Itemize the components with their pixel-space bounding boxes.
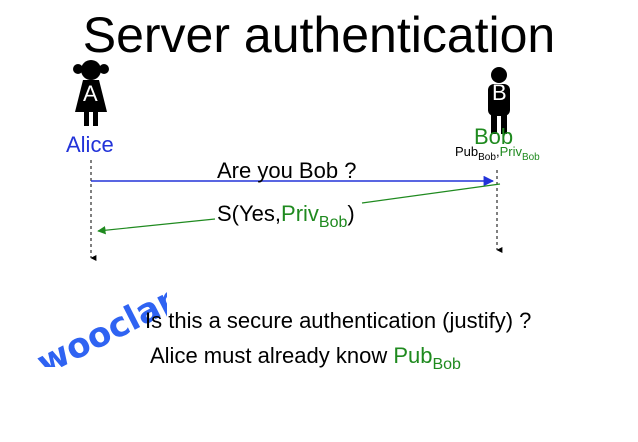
response-message: S(Yes,PrivBob) <box>217 203 355 231</box>
bob-keys: PubBob,PrivBob <box>455 145 540 163</box>
answer-key: Pub <box>393 343 433 368</box>
bob-label: Bob <box>474 124 514 149</box>
bob-priv-key-sub: Bob <box>521 152 540 163</box>
response-arrow-upper <box>361 183 501 204</box>
answer-key-sub: Bob <box>432 356 461 373</box>
bob-keys-separator: , <box>495 144 500 159</box>
bob-priv-key: Priv <box>499 144 522 159</box>
response-key: Priv <box>281 201 319 226</box>
bob-pub-key-sub: Bob <box>478 152 496 163</box>
request-message: Are you Bob ? <box>217 158 357 183</box>
answer-text: Alice must already know PubBob <box>150 345 461 373</box>
slide-title: Server authentication <box>82 7 556 63</box>
response-suffix: ) <box>347 201 355 226</box>
question-text: Is this a secure authentication (justify… <box>145 308 532 333</box>
answer-prefix: Alice must already know <box>150 343 394 368</box>
alice-figure-letter: A <box>83 81 98 106</box>
response-arrow-lower <box>97 218 216 235</box>
alice-figure-icon <box>73 60 109 126</box>
bob-pub-key: Pub <box>455 144 479 159</box>
wooclap-logo: wooclap <box>31 277 167 367</box>
bob-figure-letter: B <box>492 80 507 105</box>
response-prefix: S(Yes, <box>217 201 282 226</box>
alice-label: Alice <box>66 132 114 157</box>
bob-figure-icon <box>488 67 510 134</box>
response-key-sub: Bob <box>318 214 348 231</box>
